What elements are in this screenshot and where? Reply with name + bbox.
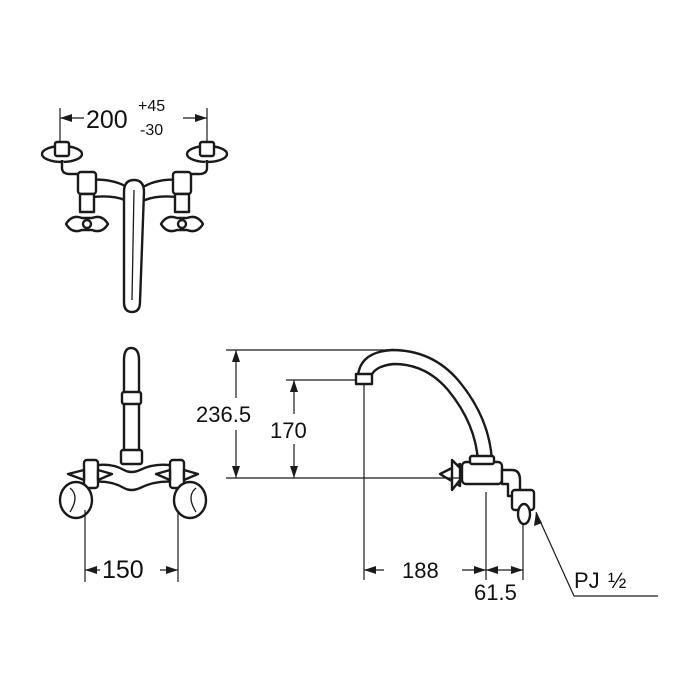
- dim-wall-offset: 61.5: [474, 566, 523, 605]
- front-right-handle: [154, 468, 172, 482]
- top-view: 200 +45 -30: [40, 98, 229, 314]
- front-left-valve: [82, 458, 100, 490]
- front-spout-collar: [120, 390, 143, 406]
- front-view: 150: [58, 346, 208, 584]
- dim-top-width: 200 +45 -30: [59, 98, 208, 150]
- dim-spout-reach: 188: [364, 558, 486, 583]
- side-view: 236.5 170 188 61.5: [196, 348, 658, 605]
- spout-reach-label: 188: [402, 558, 439, 583]
- connection-fraction: ½: [608, 568, 626, 593]
- dim-spout-height: 170: [270, 379, 356, 478]
- left-valve-stem: [78, 192, 96, 214]
- right-valve-stem: [173, 192, 191, 214]
- top-width-tolerance-plus: +45: [138, 98, 165, 115]
- left-valve-nut: [76, 170, 98, 196]
- side-spout: [356, 348, 494, 464]
- front-right-flange: [172, 480, 208, 520]
- top-width-label: 200: [86, 106, 128, 134]
- overall-height-label: 236.5: [196, 402, 251, 427]
- connection-label: PJ: [574, 568, 600, 593]
- top-width-tolerance-minus: -30: [140, 122, 163, 139]
- spout-height-label: 170: [270, 418, 307, 443]
- front-left-flange: [58, 480, 94, 520]
- right-valve-nut: [171, 170, 193, 196]
- front-left-handle: [66, 468, 86, 482]
- side-body: [460, 460, 504, 486]
- dim-handle-spacing: 150: [84, 510, 179, 584]
- top-spout: [122, 178, 146, 314]
- connection-callout: PJ ½: [534, 511, 658, 597]
- handle-spacing-label: 150: [102, 556, 144, 584]
- dim-overall-height: 236.5: [196, 349, 460, 479]
- wall-offset-label: 61.5: [474, 580, 517, 605]
